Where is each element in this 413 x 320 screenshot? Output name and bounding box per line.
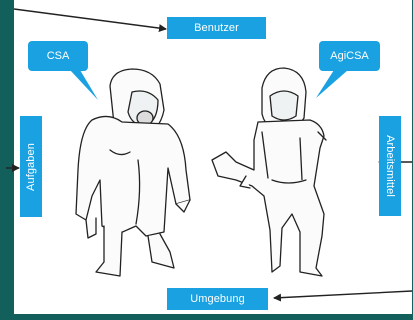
arrow-to-umgebung bbox=[274, 291, 412, 298]
label-aufgaben-text: Aufgaben bbox=[25, 143, 37, 191]
bubble-csa-text: CSA bbox=[47, 50, 70, 62]
label-arbeitsmittel: Arbeitsmittel bbox=[379, 116, 401, 216]
label-aufgaben: Aufgaben bbox=[20, 116, 42, 217]
bubble-csa-text-box: CSA bbox=[28, 41, 88, 71]
figure-csa-heavy-suit bbox=[76, 69, 190, 276]
bubble-agicsa-text: AgiCSA bbox=[330, 50, 369, 62]
label-umgebung-text: Umgebung bbox=[190, 293, 245, 305]
label-umgebung: Umgebung bbox=[167, 288, 268, 310]
bubble-agicsa-text-box: AgiCSA bbox=[319, 41, 380, 71]
label-benutzer-text: Benutzer bbox=[194, 22, 239, 34]
arrow-to-benutzer bbox=[14, 9, 166, 29]
figure-agicsa-light-suit bbox=[212, 68, 326, 276]
label-arbeitsmittel-text: Arbeitsmittel bbox=[384, 135, 396, 197]
label-benutzer: Benutzer bbox=[167, 17, 266, 39]
